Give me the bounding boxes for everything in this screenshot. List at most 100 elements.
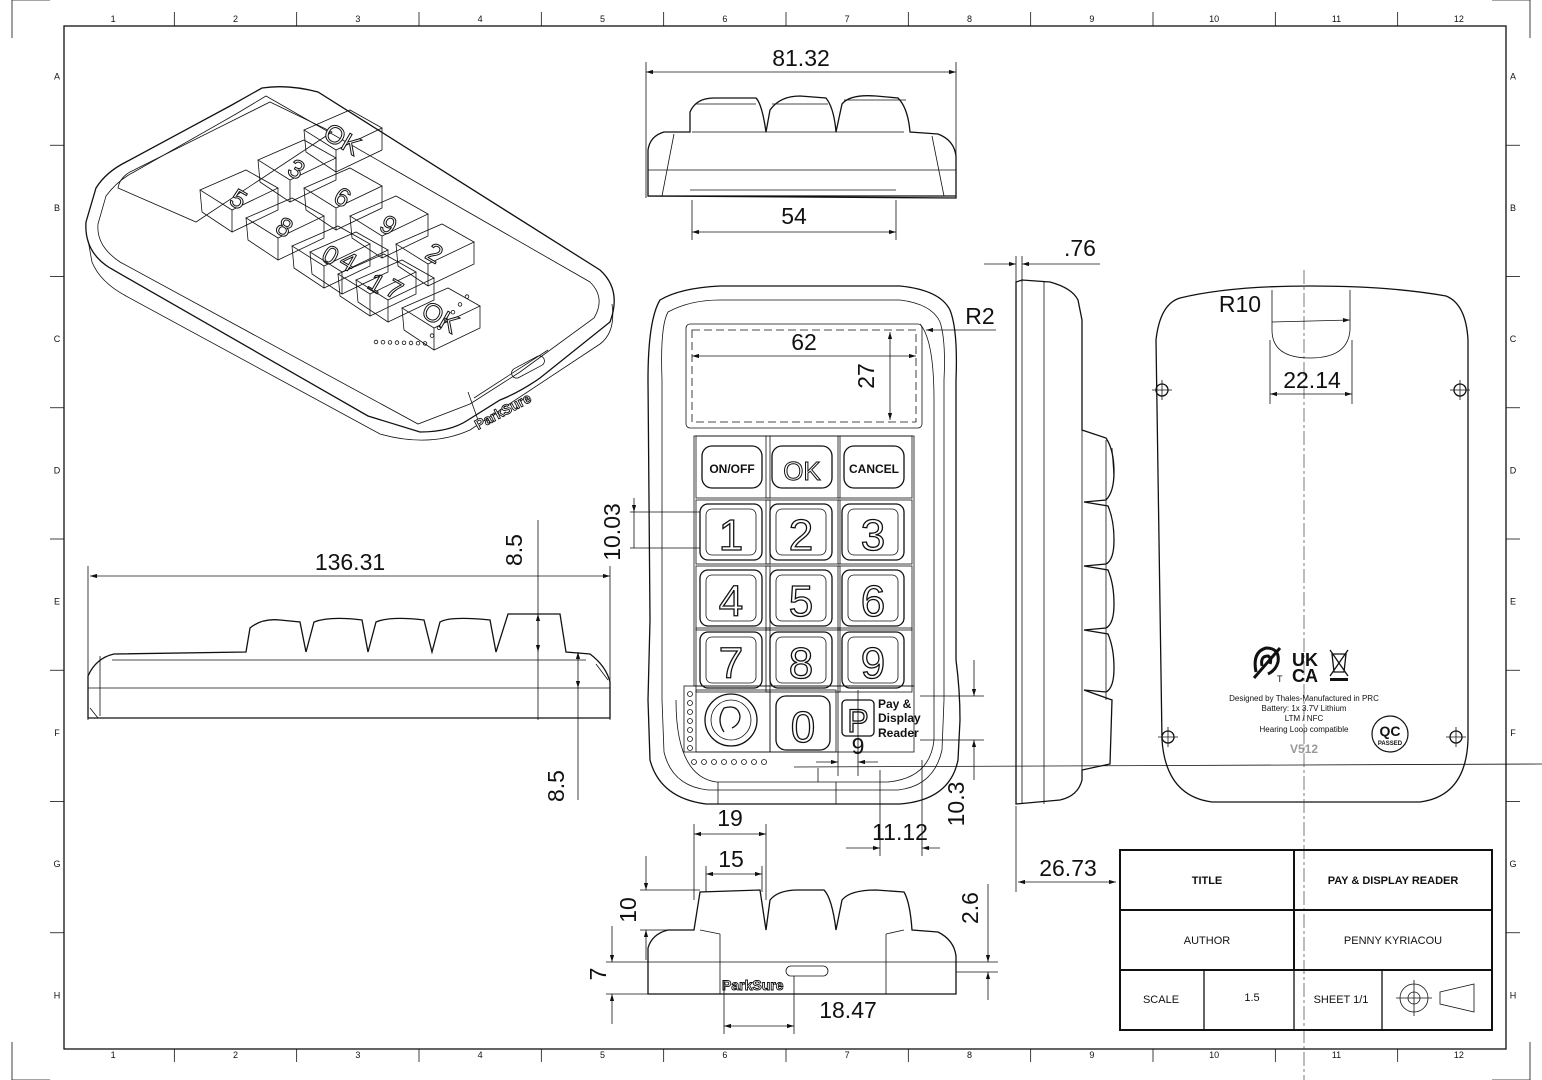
dim-screen-width: 62 <box>791 329 817 355</box>
led-dot <box>691 759 697 765</box>
qc-passed-stamp: QC PASSED <box>1371 715 1409 753</box>
row-label-left: H <box>54 990 61 1000</box>
digit-key-cell <box>837 565 913 631</box>
iso-key-label: 5 <box>225 183 253 216</box>
t-mark: T <box>1277 674 1283 684</box>
column-label-top: 10 <box>1209 14 1219 24</box>
dim-key-inner: 15 <box>718 846 744 872</box>
digit-key-cap <box>699 631 763 689</box>
function-key-cell <box>765 435 841 499</box>
column-label-top: 6 <box>722 14 727 24</box>
digit-key-label: 9 <box>861 639 885 688</box>
weee-bin-icon <box>1329 649 1349 681</box>
iso-key-side <box>309 250 389 295</box>
iso-led-dot <box>387 340 393 345</box>
iso-led-dot <box>415 341 421 346</box>
iso-key-label: 2 <box>421 237 449 270</box>
column-label-top: 4 <box>478 14 483 24</box>
dim-key-height: 8.5 <box>501 534 527 566</box>
sheet-number: SHEET 1/1 <box>1314 994 1369 1006</box>
dim-side-gap: .76 <box>1064 235 1096 261</box>
qc-sub-text: PASSED <box>1378 741 1403 747</box>
dim-screen-height: 27 <box>853 363 879 389</box>
led-dot <box>687 727 693 733</box>
screw-hole-crosshair <box>1152 380 1172 400</box>
digit-key-cap <box>841 569 905 627</box>
reader-label-line-3: Reader <box>878 726 919 740</box>
column-label-top: 5 <box>600 14 605 24</box>
column-label-bottom: 11 <box>1332 1050 1341 1060</box>
row-label-left: G <box>53 859 60 869</box>
digit-key-cap <box>841 503 905 561</box>
row-label-right: B <box>1510 203 1516 213</box>
dim-body-height: 8.5 <box>543 770 569 802</box>
iso-key-label: 8 <box>271 211 299 244</box>
led-dot <box>761 759 767 765</box>
title-value: PAY & DISPLAY READER <box>1328 875 1459 887</box>
function-key-cap <box>843 445 905 489</box>
hearing-loop-icon <box>1252 646 1282 679</box>
led-dot <box>721 759 727 765</box>
led-dot <box>741 759 747 765</box>
digit-key-inner <box>775 508 827 556</box>
column-label-top: 3 <box>355 14 360 24</box>
row-label-left: C <box>54 334 61 344</box>
led-dot <box>687 691 693 697</box>
author-label: AUTHOR <box>1184 935 1231 947</box>
led-dot <box>687 736 693 742</box>
iso-led-dot <box>422 341 428 346</box>
ukca-mark-ca: CA <box>1292 666 1318 686</box>
digit-key-label: 3 <box>861 511 885 560</box>
digit-key-inner <box>705 574 757 622</box>
dim-back-slot: 22.14 <box>1283 367 1341 393</box>
row-label-left: A <box>54 72 60 82</box>
dim-logo-width: 11.12 <box>872 819 928 845</box>
scale-label: SCALE <box>1143 994 1179 1006</box>
ear-icon <box>710 699 752 741</box>
back-label-line-2: Battery: 1x 3.7V Lithium <box>1262 704 1347 713</box>
iso-key: 2 <box>395 223 475 287</box>
hearing-key-cap <box>704 693 758 747</box>
iso-key-side <box>199 188 279 233</box>
led-dot <box>711 759 717 765</box>
digit-key-cell <box>837 499 913 565</box>
function-key-cell <box>837 435 913 499</box>
column-label-top: 1 <box>111 14 116 24</box>
back-label-line-4: Hearing Loop compatible <box>1260 725 1349 734</box>
column-label-bottom: 2 <box>233 1050 238 1060</box>
function-key-cap <box>771 445 833 489</box>
function-key-label: ON/OFF <box>709 462 754 476</box>
screw-hole-crosshair <box>1158 727 1178 747</box>
iso-key-side <box>245 216 325 261</box>
column-label-bottom: 5 <box>600 1050 605 1060</box>
led-dot <box>687 718 693 724</box>
digit-key-label: 4 <box>719 577 743 626</box>
dim-back-radius: R10 <box>1219 291 1261 317</box>
title-label: TITLE <box>1192 875 1223 887</box>
back-label-line-1: Designed by Thales-Manufactured in PRC <box>1229 694 1379 703</box>
iso-led-dot <box>443 317 449 323</box>
row-label-right: G <box>1509 859 1516 869</box>
led-dot <box>751 759 757 765</box>
column-label-bottom: 6 <box>722 1050 727 1060</box>
column-label-top: 12 <box>1454 14 1464 24</box>
column-label-top: 9 <box>1089 14 1094 24</box>
iso-key-label: 9 <box>375 209 403 242</box>
digit-key-label: 6 <box>861 577 885 626</box>
title-block: TITLE PAY & DISPLAY READER AUTHOR PENNY … <box>1119 849 1493 1031</box>
dim-port-width: 18.47 <box>819 997 877 1023</box>
row-label-right: E <box>1510 597 1516 607</box>
iso-led-dot <box>436 325 442 330</box>
column-label-top: 8 <box>967 14 972 24</box>
column-label-bottom: 3 <box>355 1050 360 1060</box>
reader-label-line-1: Pay & <box>878 697 912 711</box>
digit-key-cap <box>841 631 905 689</box>
digit-key-inner <box>705 508 757 556</box>
iso-key-label: 3 <box>283 153 311 186</box>
dimension-lines <box>87 62 1353 1034</box>
iso-key: OK <box>303 109 383 173</box>
version-label: V512 <box>1290 742 1318 756</box>
